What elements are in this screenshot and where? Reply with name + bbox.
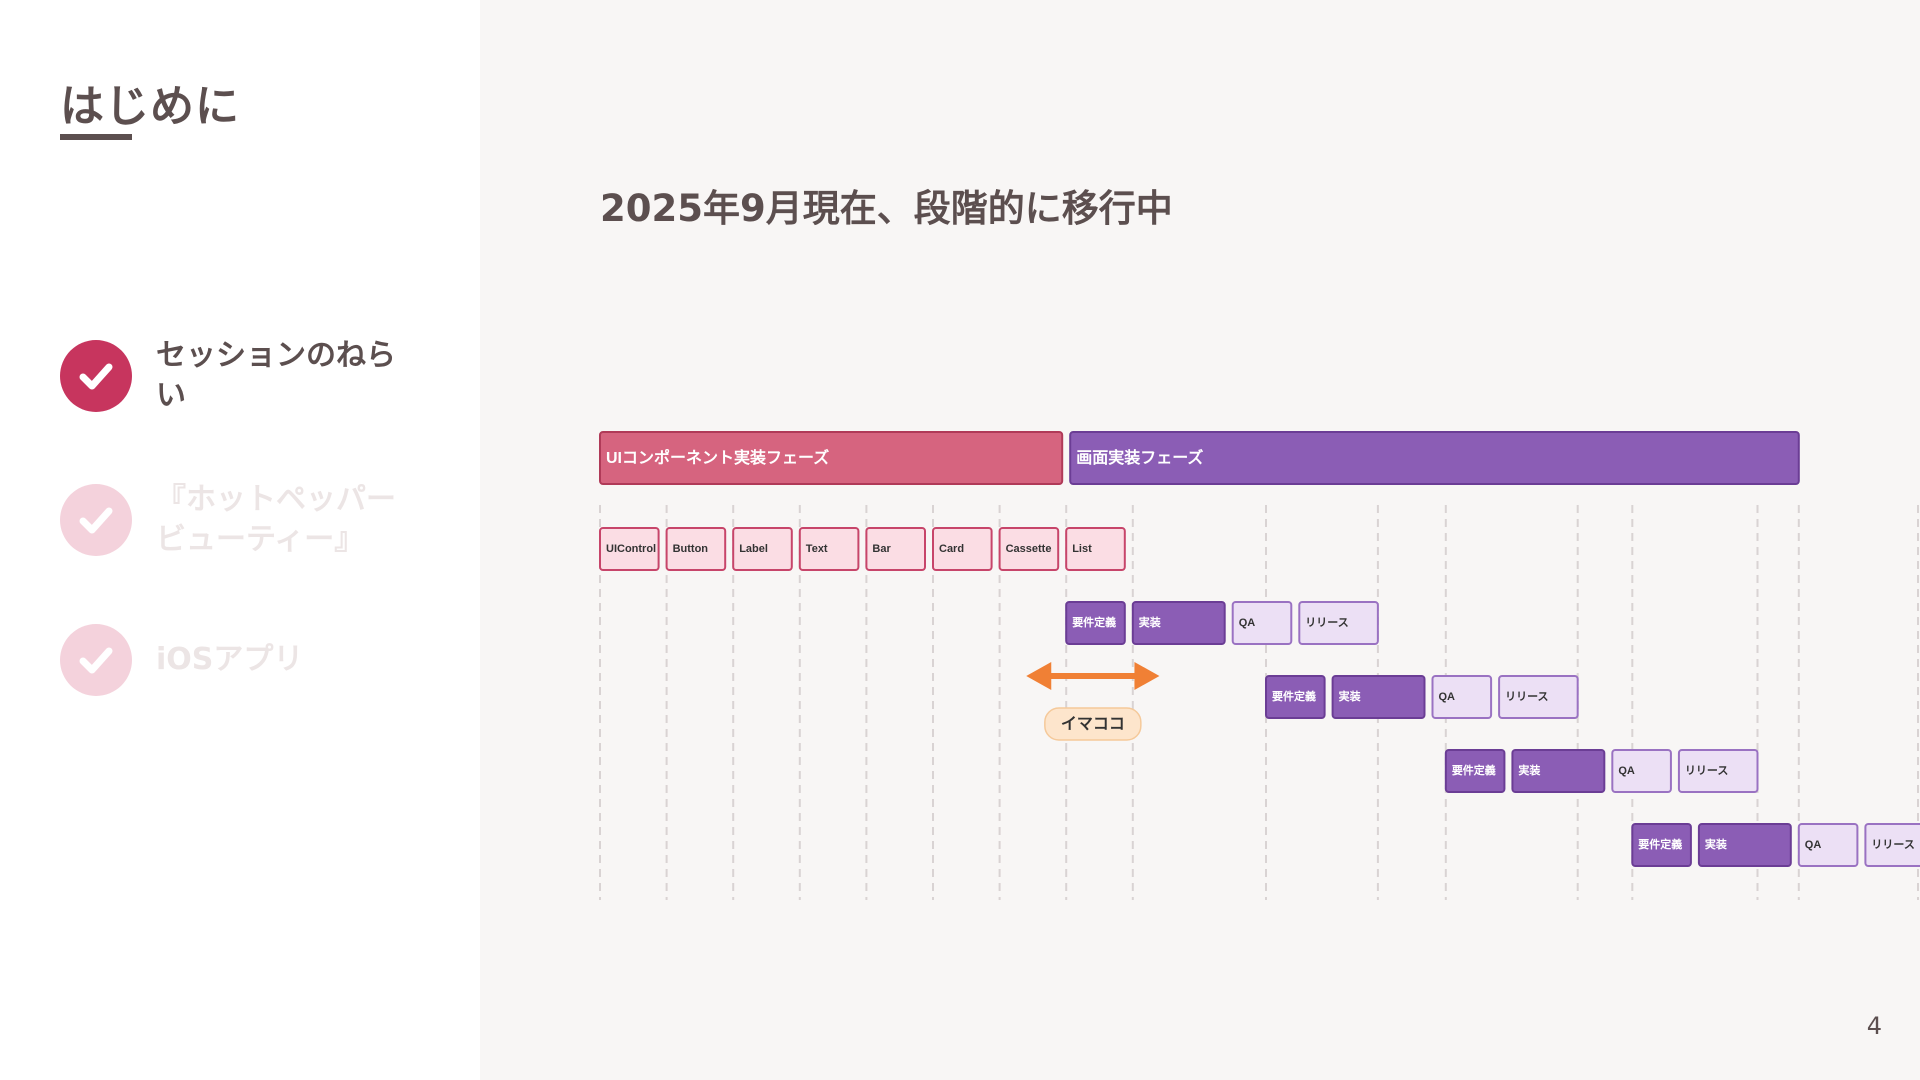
step-box-label: QA xyxy=(1618,765,1635,777)
step-box xyxy=(1131,601,1226,645)
step-box xyxy=(1298,601,1379,645)
migration-timeline-diagram: UIコンポーネント実装フェーズ 画面実装フェーズ UIControl Button La… xyxy=(599,431,1920,900)
step-box xyxy=(1498,675,1579,719)
step-box xyxy=(1864,823,1920,867)
nav-item-label: 『ホットペッパービューティー』 xyxy=(156,482,396,557)
step-box-label: 実装 xyxy=(1139,615,1161,629)
step-box xyxy=(1231,601,1293,645)
step-box xyxy=(1331,675,1426,719)
checkmark-icon xyxy=(79,647,113,674)
step-box-label: QA xyxy=(1805,839,1822,851)
step-box xyxy=(1511,749,1606,793)
component-box-label: UIControl xyxy=(606,543,656,555)
component-box-label: Label xyxy=(739,543,768,555)
step-box-label: リリース xyxy=(1505,690,1548,703)
checkmark-icon xyxy=(79,507,113,534)
step-box xyxy=(1697,823,1792,867)
component-box-label: Button xyxy=(673,543,709,555)
sidebar-title-underline xyxy=(60,134,132,140)
main-panel: 2025年9月現在、段階的に移行中 UIコンポーネント実装フェーズ 画面実装フェー… xyxy=(480,0,1920,1080)
nav-item-label: iOSアプリ xyxy=(156,642,304,677)
step-box xyxy=(1631,823,1692,867)
component-box-label: Text xyxy=(806,543,828,555)
component-box xyxy=(865,527,926,571)
arrow-right-icon xyxy=(1134,662,1160,690)
step-box xyxy=(1265,675,1326,719)
step-box-label: QA xyxy=(1239,617,1256,629)
step-box-label: 要件定義 xyxy=(1072,615,1116,629)
component-box xyxy=(932,527,993,571)
nav-item-label: セッションのねらい xyxy=(156,338,396,413)
phase-bar xyxy=(599,431,1064,485)
step-box xyxy=(1611,749,1672,793)
checkmark-icon xyxy=(79,363,113,390)
step-box-label: リリース xyxy=(1685,764,1728,777)
current-position-label: イマココ xyxy=(1061,716,1125,733)
phase-bar xyxy=(1069,431,1800,485)
step-box-label: 要件定義 xyxy=(1638,837,1682,851)
phase-bar-label: UIコンポーネント実装フェーズ xyxy=(606,448,829,467)
sidebar-title: はじめに xyxy=(60,81,240,132)
nav-item-session-goal[interactable]: セッションのねらい xyxy=(60,336,416,416)
check-circle-icon xyxy=(60,340,132,412)
phase-bar-label: 画面実装フェーズ xyxy=(1076,448,1203,467)
component-box xyxy=(998,527,1060,571)
component-box xyxy=(665,527,727,571)
component-box-label: Bar xyxy=(872,543,891,555)
sidebar: はじめに セッションのねらい 『ホットペッパービューティー』 iOSアプリ xyxy=(0,0,480,1080)
check-circle-icon xyxy=(60,624,132,696)
nav-item-ios-app[interactable]: iOSアプリ xyxy=(60,624,416,696)
step-box-label: QA xyxy=(1439,691,1456,703)
step-box xyxy=(1431,675,1493,719)
component-box xyxy=(1065,527,1126,571)
step-box xyxy=(1797,823,1859,867)
component-box-label: List xyxy=(1072,543,1092,555)
step-box-label: リリース xyxy=(1871,838,1914,851)
component-box-label: Cassette xyxy=(1006,543,1052,555)
step-box-label: 要件定義 xyxy=(1272,689,1316,703)
main-heading: 2025年9月現在、段階的に移行中 xyxy=(600,187,1173,230)
page-number: 4 xyxy=(1866,1012,1882,1040)
step-box-label: 実装 xyxy=(1339,689,1361,703)
step-box-label: 実装 xyxy=(1705,837,1727,851)
component-box-label: Card xyxy=(939,543,964,555)
step-box xyxy=(1065,601,1126,645)
step-box-label: 実装 xyxy=(1518,763,1540,777)
component-box xyxy=(599,527,660,571)
current-position-tag xyxy=(1044,707,1142,741)
check-circle-icon xyxy=(60,484,132,556)
arrow-left-icon xyxy=(1026,662,1052,690)
component-box xyxy=(732,527,793,571)
step-box-label: 要件定義 xyxy=(1452,763,1496,777)
step-box xyxy=(1677,749,1759,793)
step-box xyxy=(1444,749,1506,793)
component-box xyxy=(798,527,860,571)
step-box-label: リリース xyxy=(1305,616,1348,629)
nav-item-hotpepper-beauty[interactable]: 『ホットペッパービューティー』 xyxy=(60,480,416,560)
